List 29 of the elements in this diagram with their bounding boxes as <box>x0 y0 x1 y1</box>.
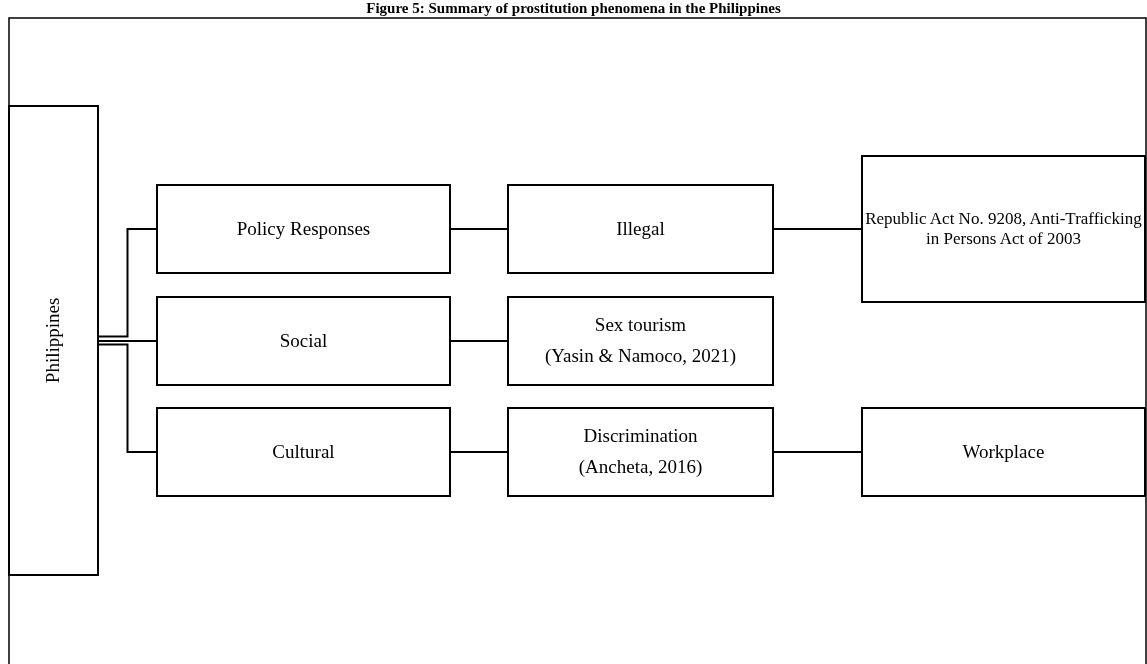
category-box <box>156 296 451 386</box>
category-box <box>156 184 451 274</box>
connector-line <box>773 228 862 230</box>
connector-line <box>98 343 157 453</box>
box-text: Sex tourism <box>594 314 687 337</box>
category-box <box>861 155 1146 303</box>
connector-line <box>773 451 862 453</box>
box-text: Workplace <box>962 440 1045 464</box>
box-text: Discrimination <box>583 425 698 448</box>
connector-line <box>450 451 508 453</box>
figure-title: Figure 5: Summary of prostitution phenomena in the Philippines <box>365 0 782 17</box>
box-text: Cultural <box>272 440 335 464</box>
category-box <box>156 407 451 497</box>
category-box <box>861 407 1146 497</box>
box-text: Philippines <box>42 297 65 384</box>
connector-line <box>98 228 157 338</box>
category-box <box>8 105 99 576</box>
box-text: (Yasin & Namoco, 2021) <box>544 345 737 368</box>
category-box <box>507 296 774 386</box>
connector-line <box>450 340 508 342</box>
box-text: Illegal <box>616 217 665 241</box>
connector-line <box>98 340 157 342</box>
box-text: Social <box>279 329 328 353</box>
box-text: Republic Act No. 9208, Anti-Trafficking in Persons Act of 2003 <box>864 208 1143 250</box>
connector-line <box>450 228 508 230</box>
box-text: (Ancheta, 2016) <box>578 456 703 479</box>
box-text: Policy Responses <box>236 217 371 241</box>
category-box <box>507 184 774 274</box>
category-box <box>507 407 774 497</box>
